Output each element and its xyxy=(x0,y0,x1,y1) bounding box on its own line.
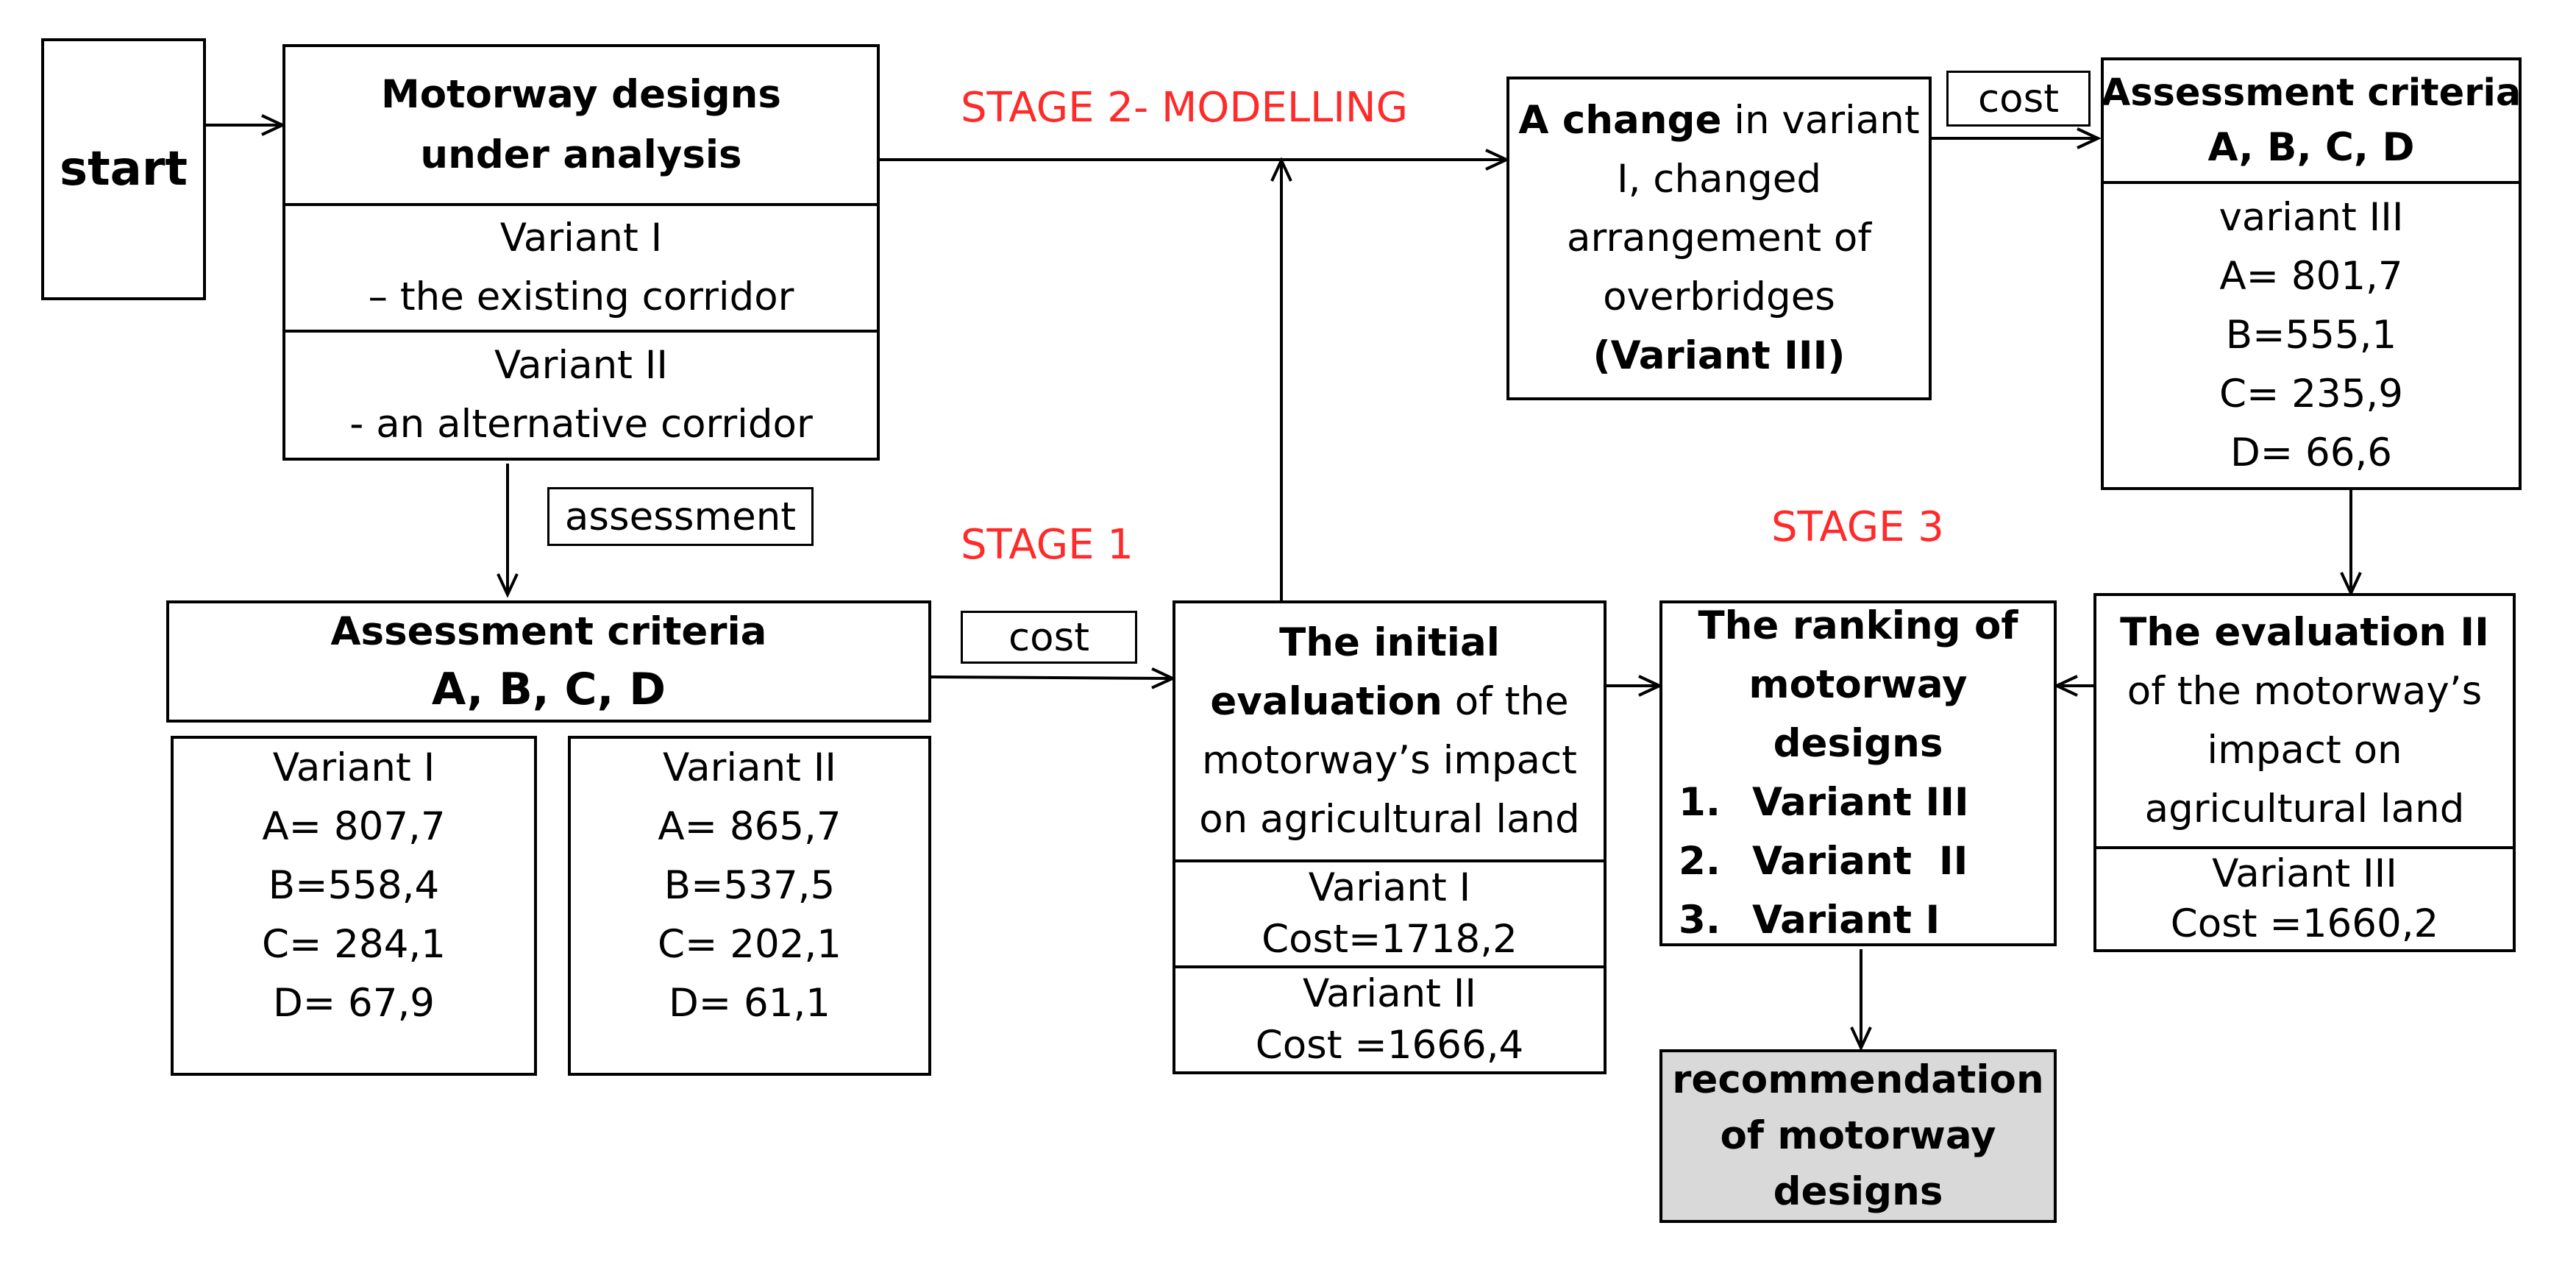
stage1-label: STAGE 1 xyxy=(961,521,1134,569)
criteria1-v2-c: C= 202,1 xyxy=(658,922,842,967)
criteria2-a: A= 801,7 xyxy=(2219,254,2403,299)
ranking-title-line1: The ranking of xyxy=(1698,603,2018,648)
initial-eval-v1-name: Variant I xyxy=(1308,865,1471,910)
change-line3: arrangement of xyxy=(1567,216,1871,260)
designs-box: Motorway designs under analysis Variant … xyxy=(282,44,880,461)
evaluation2-line2: impact on xyxy=(2207,728,2402,773)
criteria1-v2-a: A= 865,7 xyxy=(658,804,842,849)
initial-eval-line4: on agricultural land xyxy=(1199,796,1580,842)
criteria2-c: C= 235,9 xyxy=(2219,372,2403,416)
change-line5: (Variant III) xyxy=(1593,333,1846,378)
initial-eval-variant1-cell: Variant I Cost=1718,2 xyxy=(1175,859,1604,965)
recommendation-line3: designs xyxy=(1773,1169,1943,1214)
evaluation2-title-cell: The evaluation II of the motorway’s impa… xyxy=(2096,596,2513,846)
recommendation-box: recommendation of motorway designs xyxy=(1659,1049,2057,1223)
criteria1-v1-c: C= 284,1 xyxy=(262,922,446,967)
evaluation2-line1: of the motorway’s xyxy=(2127,669,2483,714)
designs-variant2-desc: - an alternative corridor xyxy=(349,402,813,447)
criteria2-b: B=555,1 xyxy=(2225,313,2397,358)
criteria1-variant1-box: Variant I A= 807,7 B=558,4 C= 284,1 D= 6… xyxy=(171,736,537,1076)
stage2-label: STAGE 2- MODELLING xyxy=(961,84,1409,132)
designs-title-cell: Motorway designs under analysis xyxy=(285,47,877,203)
evaluation2-line3: agricultural land xyxy=(2144,787,2465,831)
criteria1-title: Assessment criteria xyxy=(330,609,767,654)
criteria1-v1-b: B=558,4 xyxy=(268,863,440,908)
start-label: start xyxy=(59,142,188,196)
recommendation-line2: of motorway xyxy=(1720,1113,1996,1158)
ranking-title-line3: designs xyxy=(1773,721,1943,766)
evaluation2-variant-name: Variant III xyxy=(2212,851,2397,896)
ranking-item-3: 3. Variant I xyxy=(1679,891,1940,950)
criteria1-v1-d: D= 67,9 xyxy=(272,981,435,1026)
initial-eval-line1: The initial xyxy=(1279,620,1500,665)
criteria1-variant2-box: Variant II A= 865,7 B=537,5 C= 202,1 D= … xyxy=(568,736,931,1076)
criteria1-v1-a: A= 807,7 xyxy=(262,804,446,849)
initial-evaluation-box: The initial evaluation of the motorway’s… xyxy=(1173,600,1607,1074)
criteria2-values-cell: variant III A= 801,7 B=555,1 C= 235,9 D=… xyxy=(2104,181,2519,487)
ranking-item-3-label: Variant I xyxy=(1752,898,1940,943)
criteria1-v1-name: Variant I xyxy=(272,745,435,790)
criteria2-variant: variant III xyxy=(2219,195,2404,240)
ranking-list: 1. Variant III 2. Variant II 3. Variant … xyxy=(1679,773,1969,950)
change-line4: overbridges xyxy=(1603,274,1835,319)
criteria2-title: Assessment criteria xyxy=(2101,71,2522,115)
evaluation2-title: The evaluation II xyxy=(2120,610,2489,655)
ranking-box: The ranking of motorway designs 1. Varia… xyxy=(1659,600,2057,946)
designs-variant1-name: Variant I xyxy=(499,216,663,260)
start-box: start xyxy=(41,38,206,300)
initial-eval-line2-bold: evaluation xyxy=(1210,678,1442,724)
ranking-item-3-num: 3. xyxy=(1679,898,1721,943)
change-line2: I, changed xyxy=(1616,157,1822,202)
criteria2-subtitle: A, B, C, D xyxy=(2207,125,2415,170)
ranking-item-1-num: 1. xyxy=(1679,780,1721,825)
designs-variant1-cell: Variant I – the existing corridor xyxy=(285,203,877,330)
criteria2-box: Assessment criteria A, B, C, D variant I… xyxy=(2101,57,2522,490)
evaluation2-variant-cell: Variant III Cost =1660,2 xyxy=(2096,846,2513,949)
initial-eval-line3: motorway’s impact xyxy=(1202,737,1577,783)
criteria1-v2-b: B=537,5 xyxy=(663,863,836,908)
ranking-item-2: 2. Variant II xyxy=(1679,832,1968,891)
criteria1-v2-d: D= 61,1 xyxy=(668,981,831,1026)
initial-eval-v1-cost: Cost=1718,2 xyxy=(1262,916,1518,962)
assessment-label: assessment xyxy=(547,487,814,546)
initial-eval-line2-rest: of the xyxy=(1442,678,1569,724)
designs-variant2-name: Variant II xyxy=(494,343,669,388)
designs-variant2-cell: Variant II - an alternative corridor xyxy=(285,330,877,458)
ranking-item-2-label: Variant II xyxy=(1752,839,1968,884)
ranking-item-1: 1. Variant III xyxy=(1679,773,1969,832)
criteria2-d: D= 66,6 xyxy=(2230,430,2393,475)
recommendation-line1: recommendation xyxy=(1672,1057,2044,1102)
evaluation2-variant-cost: Cost =1660,2 xyxy=(2170,901,2439,946)
ranking-item-1-label: Variant III xyxy=(1752,780,1969,825)
initial-eval-variant2-cell: Variant II Cost =1666,4 xyxy=(1175,965,1604,1071)
change-line1: A change in variant xyxy=(1518,91,1919,150)
criteria1-subtitle: A, B, C, D xyxy=(431,664,666,715)
initial-eval-line2: evaluation of the xyxy=(1210,673,1568,731)
criteria2-header-cell: Assessment criteria A, B, C, D xyxy=(2101,60,2522,181)
evaluation2-box: The evaluation II of the motorway’s impa… xyxy=(2093,593,2516,952)
ranking-title-line2: motorway xyxy=(1748,662,1968,707)
initial-eval-v2-cost: Cost =1666,4 xyxy=(1255,1023,1524,1068)
criteria1-header-box: Assessment criteria A, B, C, D xyxy=(166,600,931,723)
initial-eval-v2-name: Variant II xyxy=(1302,971,1477,1016)
change-line1-rest: in variant xyxy=(1721,98,1920,143)
criteria1-v2-name: Variant II xyxy=(662,745,837,790)
change-line1-bold: A change xyxy=(1518,98,1722,143)
change-box: A change in variant I, changed arrangeme… xyxy=(1506,77,1932,400)
stage3-label: STAGE 3 xyxy=(1771,503,1944,551)
cost-label-stage1: cost xyxy=(961,611,1137,664)
designs-title: Motorway designs under analysis xyxy=(381,72,781,177)
ranking-item-2-num: 2. xyxy=(1679,839,1721,884)
designs-variant1-desc: – the existing corridor xyxy=(368,274,794,319)
arrow-criteria-to-initial xyxy=(931,677,1173,678)
cost-label-stage2: cost xyxy=(1946,71,2091,127)
initial-evaluation-title-cell: The initial evaluation of the motorway’s… xyxy=(1175,603,1604,859)
